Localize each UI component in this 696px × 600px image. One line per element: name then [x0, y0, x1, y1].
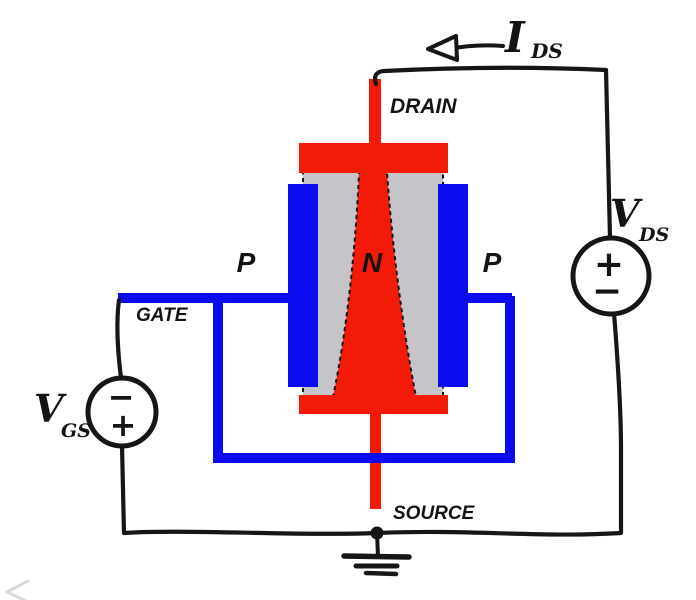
ids-label: I DS	[504, 13, 563, 63]
source-contact-bar	[299, 395, 448, 414]
vds-minus-sign: −	[592, 271, 622, 312]
p-right-label: P	[483, 247, 502, 278]
n-channel-label: N	[362, 247, 383, 278]
vgs-label: V GS	[34, 386, 91, 442]
vgs-source-circle	[85, 375, 159, 449]
drain-wire	[369, 79, 381, 149]
ground-icon	[341, 526, 412, 577]
p-region-left	[288, 184, 318, 387]
vgs-to-gate-wire	[115, 297, 124, 381]
vgs-source-symbol: − +	[85, 375, 159, 449]
ids-subscript: DS	[530, 39, 563, 63]
ids-current-arrow-icon	[426, 34, 505, 62]
vgs-subscript: GS	[61, 420, 91, 442]
vds-to-bottom-wire	[611, 310, 624, 535]
gate-loop-wire	[213, 296, 515, 463]
n-channel-region	[331, 171, 418, 398]
vds-symbol: V	[610, 191, 643, 236]
ids-symbol: I	[504, 13, 526, 62]
vds-label: V DS	[610, 191, 669, 246]
ids-arrowhead	[426, 34, 459, 62]
vds-subscript: DS	[638, 224, 669, 246]
vds-plus-sign: +	[594, 244, 624, 285]
corner-nav-chevron-icon[interactable]	[5, 579, 30, 600]
p-region-right	[438, 184, 468, 387]
vgs-symbol: V	[34, 386, 67, 431]
vds-source-circle	[570, 235, 652, 317]
vgs-minus-sign: −	[108, 378, 135, 416]
vgs-plus-sign: +	[110, 406, 137, 444]
gate-label: GATE	[136, 305, 189, 326]
source-label: SOURCE	[393, 503, 476, 524]
drain-label: DRAIN	[390, 95, 457, 118]
drain-to-vds-wire-top	[372, 65, 609, 87]
vds-wire-right	[603, 67, 613, 241]
vgs-wire-left-lower	[119, 443, 127, 536]
drain-contact-bar	[299, 143, 448, 173]
p-left-label: P	[237, 247, 256, 278]
vds-source-symbol: + −	[570, 235, 652, 317]
